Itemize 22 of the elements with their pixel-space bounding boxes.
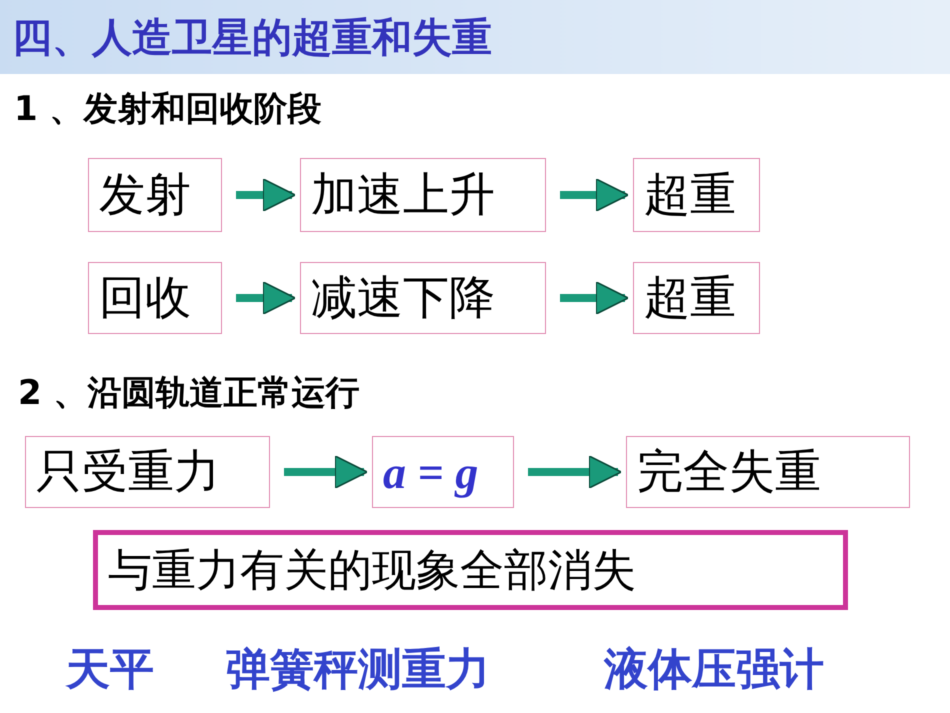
example-text: 液体压强计	[604, 643, 824, 697]
example-text: 弹簧秤测重力	[226, 643, 490, 697]
text-box: a = g	[372, 436, 514, 508]
text-box: 超重	[633, 158, 760, 232]
arrow	[236, 178, 296, 212]
title: 四、人造卫星的超重和失重	[12, 14, 492, 63]
arrow	[236, 281, 296, 315]
example-text: 天平	[66, 643, 154, 697]
text-box: 发射	[88, 158, 222, 232]
text-box: 超重	[633, 262, 760, 334]
text-box: 加速上升	[300, 158, 546, 232]
text-box: 减速下降	[300, 262, 546, 334]
text-box: 完全失重	[626, 436, 910, 508]
arrow	[528, 455, 622, 489]
section-heading: 1 、发射和回收阶段	[14, 88, 322, 131]
text-box: 只受重力	[25, 436, 270, 508]
section-heading: 2 、沿圆轨道正常运行	[18, 372, 360, 415]
highlight-box: 与重力有关的现象全部消失	[93, 530, 848, 610]
arrow	[284, 455, 368, 489]
text-box: 回收	[88, 262, 222, 334]
arrow	[560, 178, 629, 212]
arrow	[560, 281, 629, 315]
